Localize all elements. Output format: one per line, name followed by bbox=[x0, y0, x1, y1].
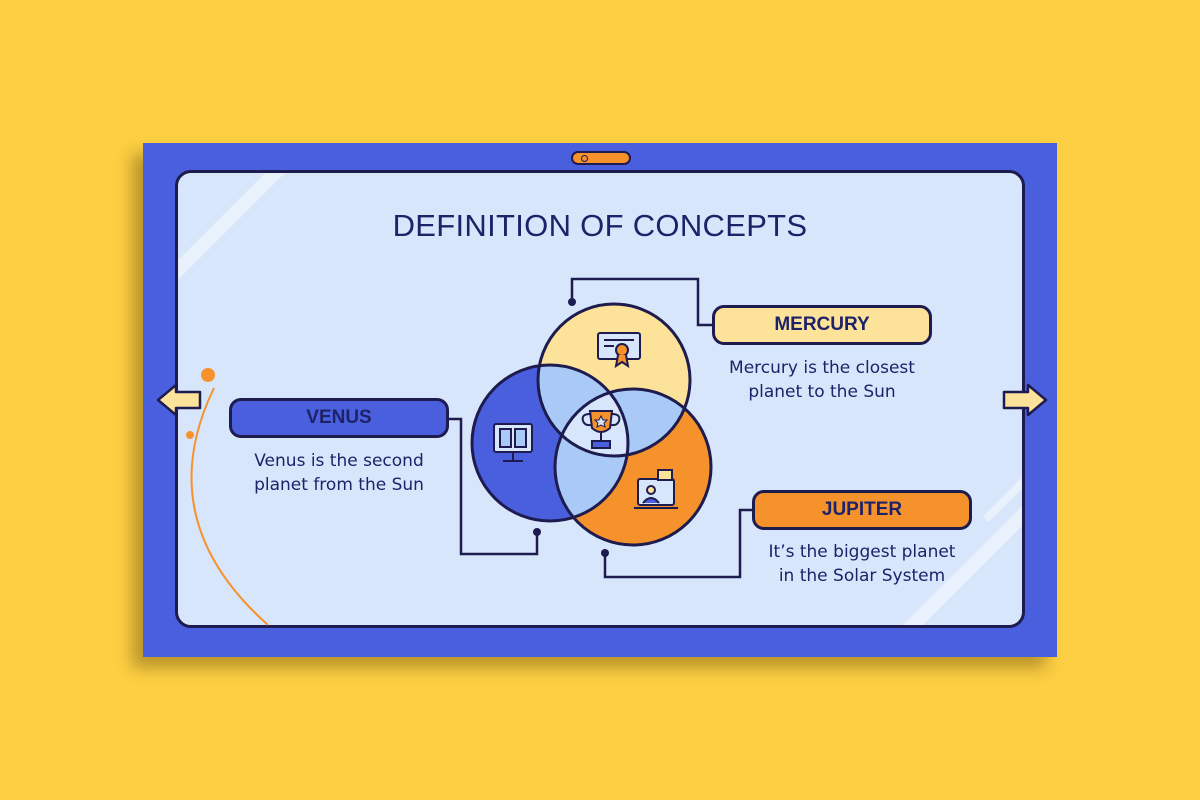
venus-description: Venus is the second planet from the Sun bbox=[217, 449, 461, 497]
camera-slot bbox=[571, 151, 631, 165]
jupiter-description-line2: in the Solar System bbox=[778, 566, 946, 586]
mercury-description: Mercury is the closest planet to the Sun bbox=[700, 356, 944, 404]
decorative-dot-small bbox=[186, 431, 194, 439]
online-teacher-icon bbox=[634, 469, 678, 509]
connector-dot-mercury bbox=[568, 298, 576, 306]
mercury-description-line2: planet to the Sun bbox=[748, 382, 896, 402]
venus-label: VENUS bbox=[229, 398, 449, 438]
connector-jupiter bbox=[603, 508, 752, 579]
arrow-right-icon[interactable] bbox=[1002, 383, 1048, 417]
page-title: DEFINITION OF CONCEPTS bbox=[392, 208, 808, 243]
jupiter-description-line1: It’s the biggest planet bbox=[768, 542, 956, 562]
connector-mercury bbox=[570, 277, 712, 327]
jupiter-description: It’s the biggest planet in the Solar Sys… bbox=[738, 540, 986, 588]
connector-dot-venus bbox=[533, 528, 541, 536]
venus-description-line2: planet from the Sun bbox=[254, 475, 424, 495]
venn-outlines bbox=[470, 302, 713, 547]
decorative-dot-large bbox=[201, 368, 215, 382]
jupiter-label: JUPITER bbox=[752, 490, 972, 530]
connector-dot-jupiter bbox=[601, 549, 609, 557]
mercury-label: MERCURY bbox=[712, 305, 932, 345]
mercury-description-line1: Mercury is the closest bbox=[729, 358, 915, 378]
trophy-icon bbox=[581, 410, 621, 449]
book-monitor-icon bbox=[493, 423, 533, 462]
venus-description-line1: Venus is the second bbox=[254, 451, 424, 471]
arrow-left-icon[interactable] bbox=[156, 383, 202, 417]
connector-venus bbox=[448, 417, 539, 556]
certificate-icon bbox=[597, 332, 641, 369]
decorative-arc bbox=[190, 387, 269, 626]
